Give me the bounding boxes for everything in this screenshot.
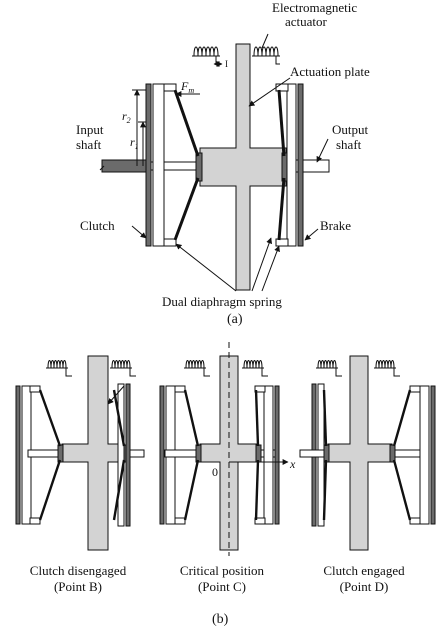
- panel-clutch-disengaged: [15, 355, 145, 551]
- clutch-disc-outer: [145, 83, 152, 247]
- figure-b: x 0 Clutch: [15, 342, 436, 627]
- brake-spring-mount-top: [275, 83, 289, 92]
- actuation-plate-label: Actuation plate: [290, 64, 370, 79]
- origin-label: 0: [212, 465, 218, 479]
- r2-label: r2: [122, 109, 131, 125]
- clutch-spring-mount-bottom: [163, 238, 177, 247]
- brake-disc-outer: [297, 83, 304, 247]
- caption-b: (b): [212, 612, 229, 627]
- coil-right: [252, 46, 280, 65]
- panel-d-point: (Point D): [340, 579, 389, 594]
- plate-hub-left: [195, 152, 203, 182]
- panel-c-point: (Point C): [198, 579, 246, 594]
- panel-b-title: Clutch disengaged: [30, 563, 127, 578]
- clutch-disc-inner: [152, 83, 165, 247]
- x-axis-label: x: [289, 457, 296, 471]
- brake-spring-mount-bottom: [275, 238, 289, 247]
- actuation-plate: [199, 43, 287, 291]
- caption-a: (a): [227, 312, 243, 327]
- input-shaft: [101, 159, 149, 173]
- brake-disc-inner: [286, 83, 297, 247]
- clutch-label: Clutch: [80, 218, 115, 233]
- coil-left: [192, 46, 221, 65]
- spring-label: Dual diaphragm spring: [162, 294, 282, 309]
- panel-c-title: Critical position: [180, 563, 265, 578]
- panel-d-title: Clutch engaged: [323, 563, 405, 578]
- panel-critical-position: x 0: [159, 342, 296, 556]
- r1-label: r1: [130, 135, 139, 151]
- callouts: [99, 33, 329, 292]
- panel-clutch-engaged: [299, 355, 436, 551]
- panel-b-point: (Point B): [54, 579, 102, 594]
- force-label: Fm: [180, 79, 194, 95]
- dual-diaphragm-spring: [173, 89, 286, 241]
- brake-label: Brake: [320, 218, 351, 233]
- gap-label: I: [225, 59, 228, 69]
- clutch-spring-mount-top: [163, 83, 177, 92]
